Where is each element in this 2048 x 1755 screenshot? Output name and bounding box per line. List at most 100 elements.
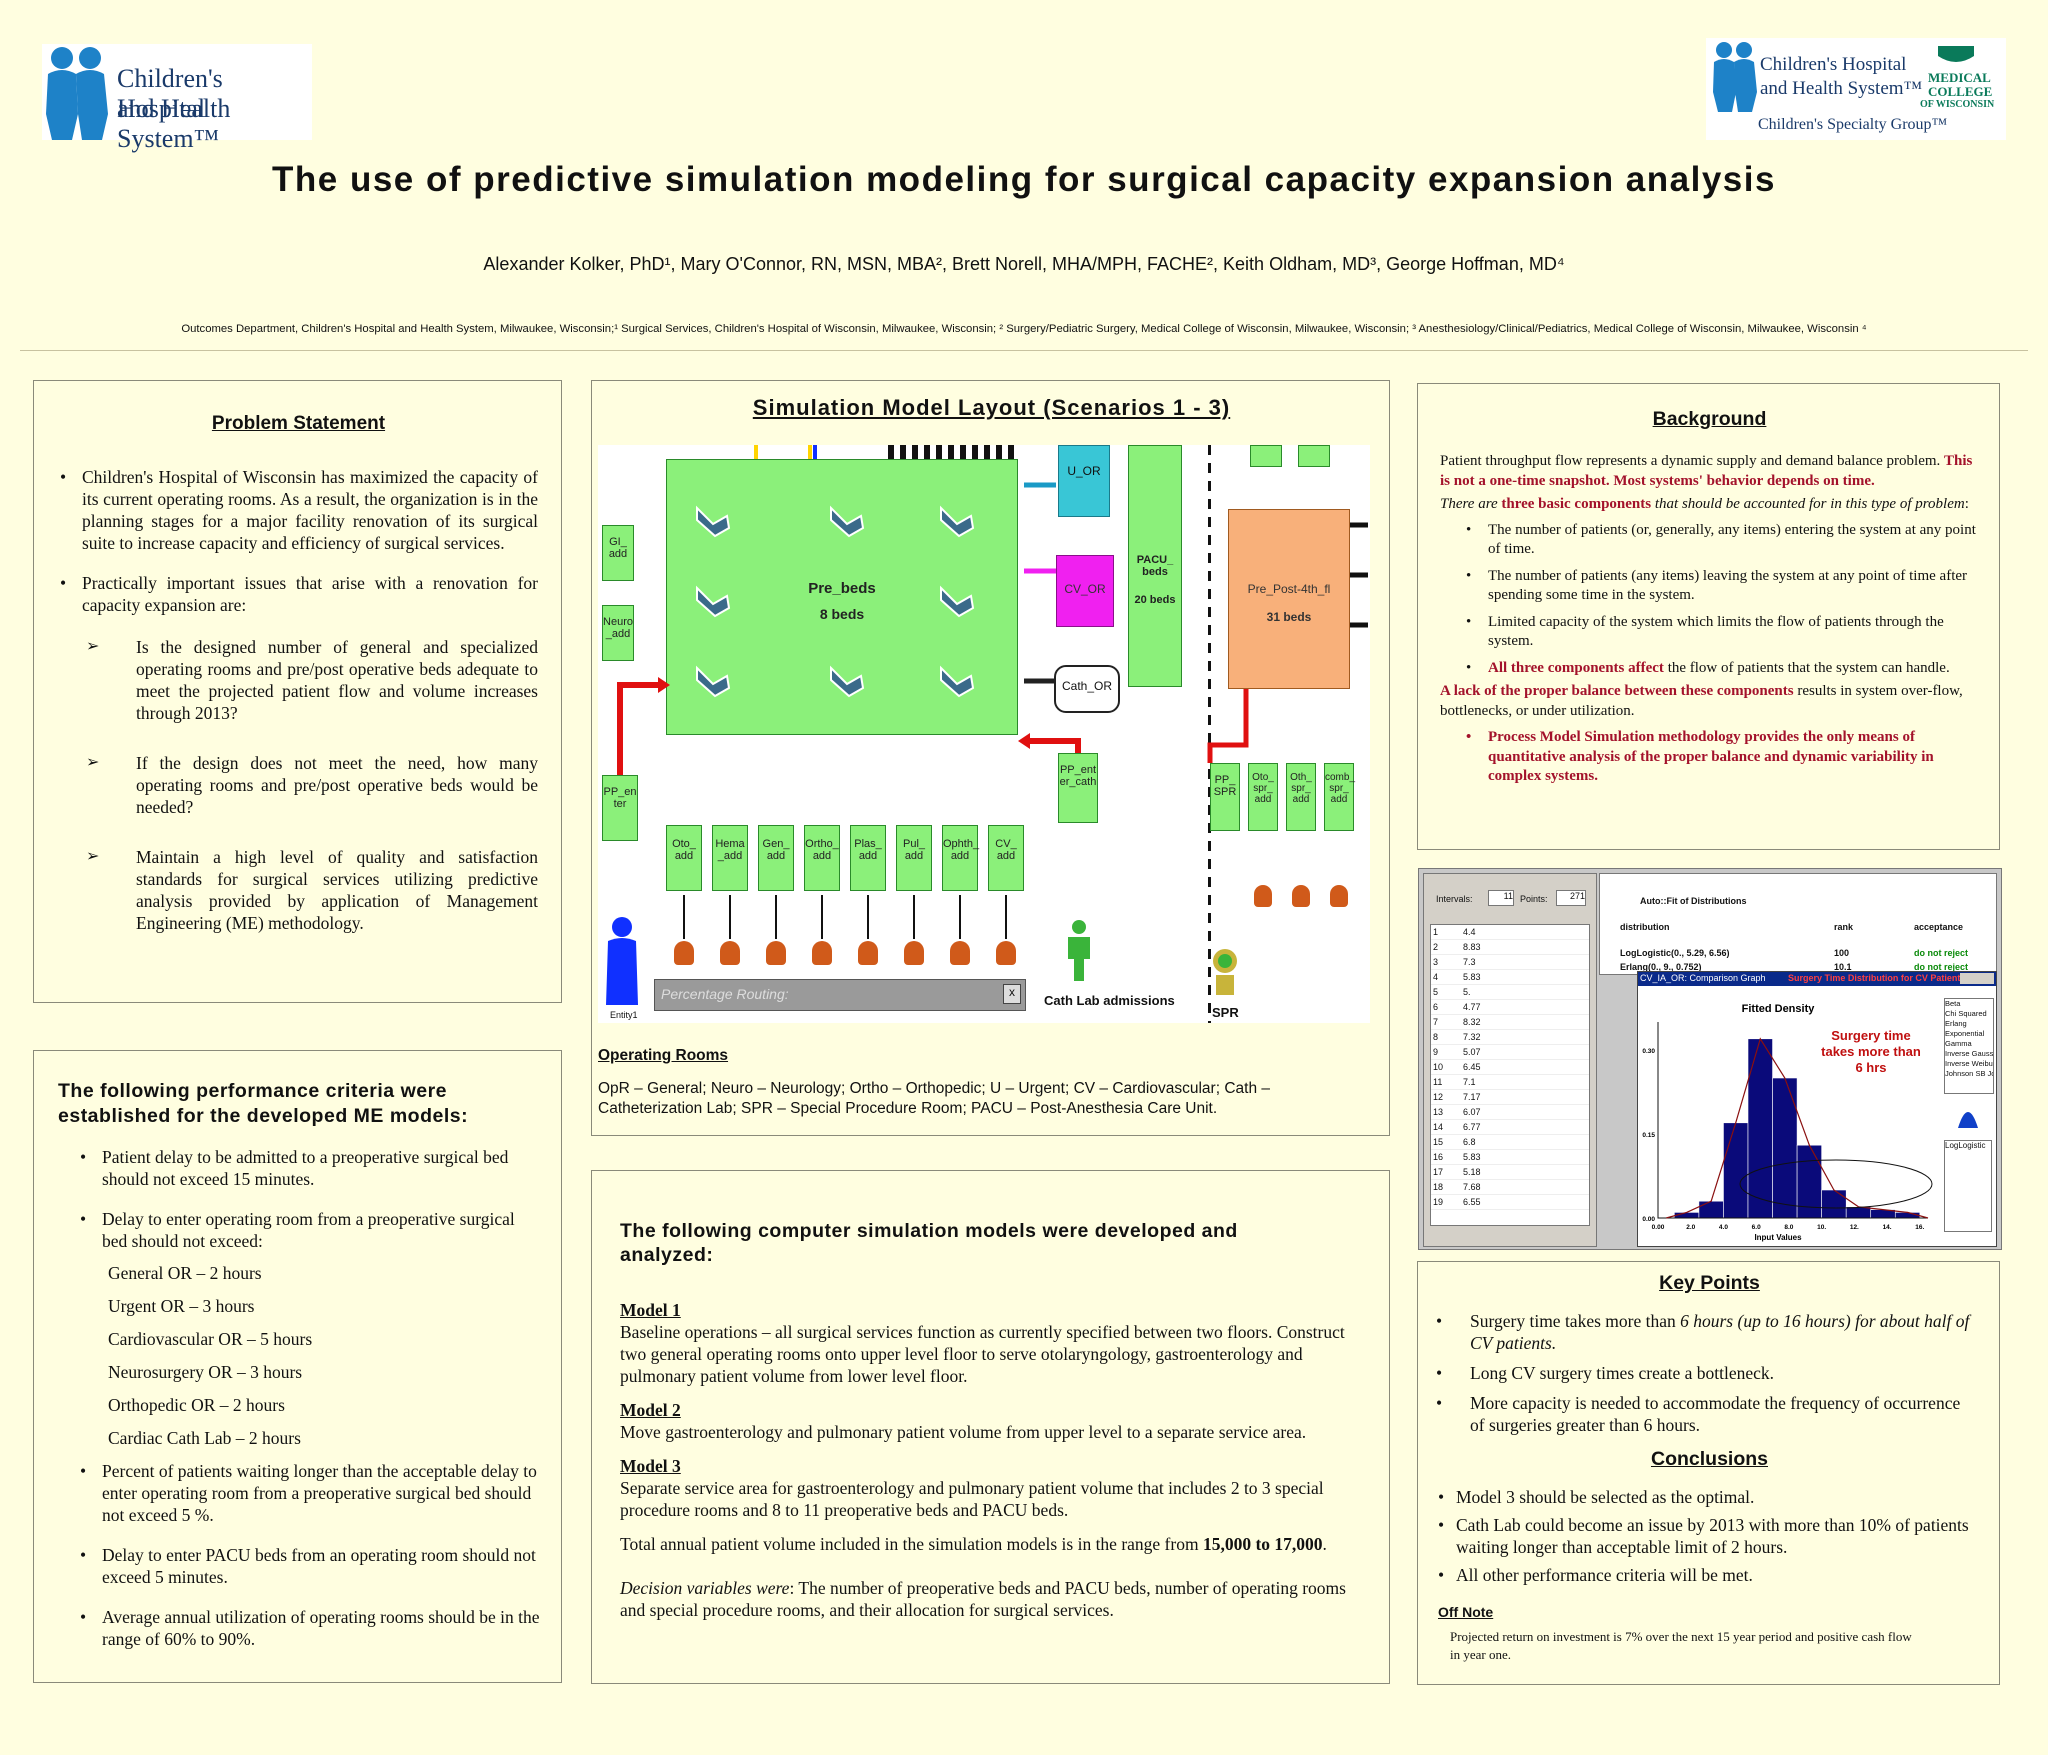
graph-tab-name[interactable]: CV_IA_OR: Comparison Graph	[1640, 973, 1766, 983]
distribution-option[interactable]: Johnson SB Joo Lf	[1945, 1069, 1993, 1078]
distribution-option[interactable]: Exponential	[1945, 1029, 1985, 1038]
criteria-panel: The following performance criteria were …	[33, 1050, 562, 1683]
neuro-add-block: Neuro _add	[602, 605, 634, 661]
row-value: 6.55	[1463, 1197, 1481, 1207]
patient-source-icon	[950, 941, 970, 965]
mcw-shield-icon	[1938, 46, 1974, 62]
criteria-limit: Neurosurgery OR – 3 hours	[108, 1362, 303, 1382]
problem-bullet: Practically important issues that arise …	[60, 572, 538, 616]
specialty-add-block: Ortho_ add	[804, 825, 840, 891]
fit-row-2-rank: 10.1	[1834, 962, 1852, 972]
background-panel: Background Patient throughput flow repre…	[1417, 383, 2000, 850]
background-p3: results in system over-flow, bottlenecks…	[1440, 683, 1963, 719]
specialty-add-label: Ortho_ add	[805, 838, 839, 862]
cv-or-block: CV_OR	[1056, 555, 1114, 627]
bed-icon	[940, 505, 975, 538]
window-buttons[interactable]	[1960, 973, 1994, 984]
gi-add-block: GI_ add	[602, 525, 634, 581]
cath-person-icon	[1068, 920, 1090, 981]
row-index: 16	[1433, 1152, 1444, 1162]
bed-icon	[696, 505, 731, 538]
criteria-bullet: Average annual utilization of operating …	[80, 1606, 540, 1650]
distribution-option[interactable]: Erlang	[1945, 1019, 1967, 1028]
row-index: 2	[1433, 942, 1439, 952]
pacu-label: PACU_ beds	[1136, 554, 1174, 578]
routing-close-button[interactable]: x	[1003, 984, 1021, 1004]
off-note-text: Projected return on investment is 7% ove…	[1450, 1629, 1912, 1662]
routing-label: Percentage Routing:	[661, 986, 789, 1002]
bed-icon	[830, 665, 865, 698]
points-field[interactable]: 271	[1556, 890, 1586, 906]
specialty-add-block: Gen_ add	[758, 825, 794, 891]
distribution-option[interactable]: Inverse Gaussian	[1945, 1049, 1994, 1058]
bed-icon	[830, 505, 865, 538]
patient-source-icon	[904, 941, 924, 965]
pre-post-label: Pre_Post-4th_fl	[1247, 582, 1331, 596]
fit-row-1-dist: LogLogistic(0., 5.29, 6.56)	[1620, 948, 1730, 958]
background-p3-emph: A lack of the proper balance between the…	[1440, 683, 1794, 699]
problem-statement-panel: Problem Statement Children's Hospital of…	[33, 380, 562, 1003]
spr-label: SPR	[1212, 1005, 1239, 1020]
background-bullet: Limited capacity of the system which lim…	[1466, 613, 1984, 652]
decision-variables-text: : The number of preoperative beds and PA…	[620, 1578, 1346, 1620]
row-value: 5.	[1463, 987, 1471, 997]
row-value: 6.07	[1463, 1107, 1481, 1117]
row-index: 19	[1433, 1197, 1444, 1207]
criteria-limit: Cardiac Cath Lab – 2 hours	[108, 1428, 301, 1448]
decision-variables-label: Decision variables were	[620, 1578, 790, 1598]
criteria-bullet: Patient delay to be admitted to a preope…	[80, 1146, 540, 1190]
criteria-limit: Cardiovascular OR – 5 hours	[108, 1329, 313, 1349]
fit-row-2-accept: do not reject	[1914, 962, 1969, 972]
children-silhouette-icon	[46, 47, 108, 140]
logo-left: Children's Hospital and Health System™	[42, 44, 312, 153]
intervals-field[interactable]: 11	[1488, 890, 1514, 906]
row-value: 7.3	[1463, 957, 1476, 967]
problem-subitem: If the design does not meet the need, ho…	[86, 752, 538, 818]
u-or-label: U_OR	[1067, 464, 1101, 478]
specialty-add-label: Ophth_ add	[943, 838, 980, 862]
children-silhouette-icon	[1713, 42, 1757, 112]
neuro-add-label: Neuro _add	[603, 616, 633, 640]
row-index: 8	[1433, 1032, 1439, 1042]
patient-source-icon	[996, 941, 1016, 965]
bed-icon	[696, 665, 731, 698]
mcw-line1: MEDICAL	[1928, 70, 1991, 85]
pre-post-count: 31 beds	[1266, 610, 1312, 624]
row-index: 6	[1433, 1002, 1439, 1012]
pre-beds-count: 8 beds	[819, 606, 865, 622]
authors: Alexander Kolker, PhD¹, Mary O'Connor, R…	[483, 254, 1565, 274]
chart-title: Fitted Density	[1742, 1003, 1816, 1015]
distribution-option[interactable]: Inverse Weibull	[1945, 1059, 1994, 1068]
gi-add-label: GI_ add	[608, 536, 628, 560]
selected-distribution[interactable]: LogLogistic	[1944, 1140, 1992, 1232]
x-tick-label: 6.0	[1752, 1224, 1761, 1231]
distribution-option[interactable]: Beta	[1945, 999, 1961, 1008]
row-value: 7.32	[1463, 1032, 1481, 1042]
distribution-option[interactable]: Gamma	[1945, 1039, 1972, 1048]
distribution-option[interactable]: Chi Squared	[1945, 1009, 1987, 1018]
criteria-bullet: Delay to enter PACU beds from an operati…	[80, 1544, 540, 1588]
off-note-heading: Off Note	[1438, 1604, 1494, 1620]
